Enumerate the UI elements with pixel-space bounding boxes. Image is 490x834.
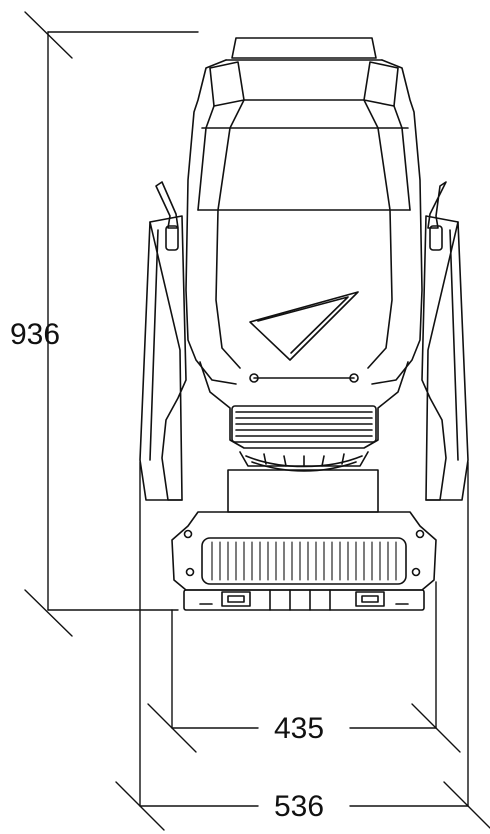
neck bbox=[227, 469, 379, 513]
base-width-dimension-label: 435 bbox=[270, 712, 329, 746]
yoke-left-arm bbox=[139, 181, 187, 501]
yoke-width-dimension-label: 536 bbox=[270, 790, 329, 824]
base-width-dimension bbox=[147, 581, 461, 753]
base bbox=[171, 511, 437, 611]
base-vent bbox=[211, 541, 397, 581]
yoke-width-dimension bbox=[115, 461, 490, 831]
height-dimension-label: 936 bbox=[10, 318, 61, 351]
yoke-right-arm bbox=[421, 181, 469, 501]
height-dimension bbox=[24, 11, 199, 637]
head-body bbox=[185, 37, 423, 472]
